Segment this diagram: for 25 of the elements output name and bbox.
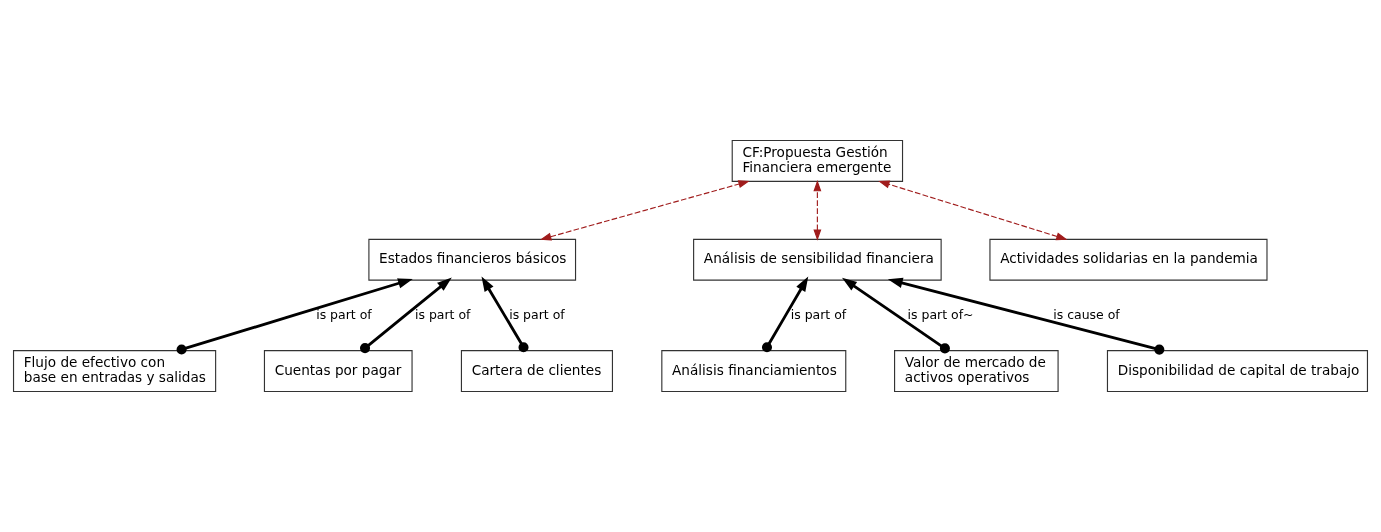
arrow <box>761 276 809 353</box>
arrow <box>481 276 529 353</box>
edge-label: is part of <box>316 306 372 322</box>
arrow <box>842 277 950 354</box>
edge-label: is part of <box>790 306 847 322</box>
arrow <box>540 180 750 241</box>
arrow <box>878 180 1068 241</box>
arrow <box>887 277 1165 355</box>
node-box: Disponibilidad de capital de trabajo <box>1106 350 1369 393</box>
node-box: Estados financieros básicos <box>368 238 577 281</box>
node-box: Análisis de sensibilidad financiera <box>693 238 942 281</box>
arrow <box>813 179 822 241</box>
node-box: Cartera de clientes <box>460 350 613 393</box>
arrow <box>176 278 413 355</box>
node-box: Análisis financiamientos <box>661 350 847 393</box>
node-box: Actividades solidarias en la pandemia <box>989 238 1268 281</box>
arrow <box>359 277 452 354</box>
edge-label: is cause of <box>1053 306 1120 322</box>
node-box: CF:Propuesta Gestión Financiera emergente <box>731 139 904 182</box>
edge-label: is part of <box>509 306 565 322</box>
node-box: Valor de mercado de activos operativos <box>894 350 1059 393</box>
node-box: Flujo de efectivo con base en entradas y salidas <box>12 350 217 393</box>
edge-label: is part of~ <box>907 306 974 322</box>
edge-label: is part of <box>414 306 471 322</box>
node-box: Cuentas por pagar <box>263 350 413 393</box>
